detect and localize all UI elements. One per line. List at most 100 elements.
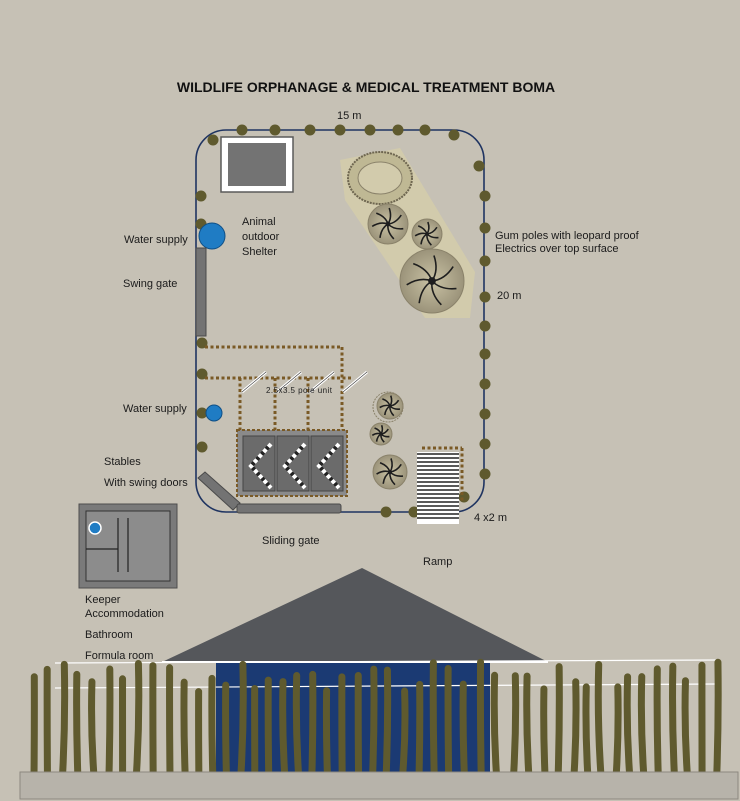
fence-pole	[195, 190, 207, 202]
fence-pole	[473, 160, 485, 172]
corner-gate	[197, 471, 241, 511]
tree-icon	[367, 203, 409, 245]
reed	[105, 665, 114, 780]
reed	[279, 678, 289, 780]
reed	[444, 664, 453, 780]
fence-pole	[364, 124, 376, 136]
reed	[623, 673, 634, 780]
reed	[713, 658, 722, 780]
fence-pole	[207, 134, 219, 146]
tree-icon	[372, 454, 408, 490]
stables-label: Stables	[104, 456, 141, 468]
reed	[415, 680, 424, 780]
reed	[308, 670, 317, 780]
reed	[369, 665, 378, 780]
tree-clump-top	[347, 151, 413, 205]
fence-pole	[334, 124, 346, 136]
reed	[208, 674, 217, 780]
ramp-label: Ramp	[423, 556, 452, 568]
reed	[523, 672, 533, 780]
ground-base	[19, 771, 739, 800]
fence-pole	[448, 129, 460, 141]
ramp	[417, 452, 459, 524]
swing-gate	[195, 247, 207, 337]
fence-pole	[269, 124, 281, 136]
reed	[399, 687, 409, 780]
sliding-gate-label: Sliding gate	[262, 535, 320, 547]
reed	[292, 672, 303, 780]
fence-pole	[196, 407, 208, 419]
reed	[88, 678, 98, 780]
reed	[58, 660, 69, 780]
water-supply-top-label: Water supply	[124, 234, 188, 246]
swing-gate-label: Swing gate	[123, 278, 177, 290]
keeper-label-line-2: Accommodation	[85, 608, 164, 620]
fence-pole	[479, 378, 491, 390]
pole-unit-label: 2.5x3.5 pole unit	[266, 386, 333, 395]
reed	[490, 671, 501, 780]
reed	[669, 662, 678, 780]
water-supply-top-icon	[198, 222, 226, 250]
fence-pole	[479, 438, 491, 450]
fence-pole	[419, 124, 431, 136]
tree-icon	[399, 248, 465, 314]
fence-pole	[479, 468, 491, 480]
fence-pole	[392, 124, 404, 136]
fence-pole	[458, 491, 470, 503]
reed	[681, 677, 691, 780]
stable-swing-doors	[248, 442, 341, 490]
reed	[582, 683, 592, 780]
length-dimension-label: 20 m	[497, 290, 521, 302]
shelter-label-line-3: Shelter	[242, 246, 277, 258]
reed	[612, 683, 622, 780]
formula-room-label: Formula room	[85, 650, 153, 662]
fence-pole	[196, 441, 208, 453]
keeper-accommodation	[78, 503, 178, 589]
reed	[653, 665, 662, 780]
shelter-label-line-2: outdoor	[242, 231, 280, 243]
fence-pole	[408, 506, 420, 518]
fence-pole	[380, 506, 392, 518]
reed	[594, 660, 605, 780]
fence-pole	[479, 190, 491, 202]
reed	[510, 672, 520, 780]
gum-poles-label-line-2: Electrics over top surface	[495, 243, 619, 255]
diagram-title: WILDLIFE ORPHANAGE & MEDICAL TREATMENT B…	[177, 79, 555, 95]
water-supply-bottom-icon	[205, 404, 223, 422]
keeper-label-line-1: Keeper	[85, 594, 121, 606]
animal-outdoor-shelter	[220, 136, 294, 193]
reed	[570, 678, 580, 780]
fence-pole	[196, 337, 208, 349]
fence-poles	[195, 124, 491, 518]
reed	[429, 659, 438, 780]
reed	[73, 670, 82, 780]
ramp-size-label: 4 x2 m	[474, 512, 507, 524]
water-supply-bottom-label: Water supply	[123, 403, 187, 415]
fence-pole	[479, 320, 491, 332]
fence-pole	[479, 255, 491, 267]
trees	[367, 203, 465, 490]
shelter-label-line-1: Animal	[242, 216, 276, 228]
fence-pole	[479, 348, 491, 360]
reed	[540, 685, 549, 780]
stables-doors-label: With swing doors	[104, 477, 188, 489]
fence-pole	[479, 291, 491, 303]
reed	[322, 687, 331, 780]
fence-pole	[479, 222, 491, 234]
reed	[459, 680, 468, 780]
bathroom-label: Bathroom	[85, 629, 133, 641]
tree-icon	[411, 218, 443, 250]
reed	[637, 673, 648, 780]
reed	[222, 681, 230, 780]
tree-icon	[376, 392, 404, 420]
reed	[237, 660, 247, 780]
fence-pole	[236, 124, 248, 136]
fence-pole	[304, 124, 316, 136]
reed	[264, 676, 273, 780]
reed	[180, 678, 189, 780]
reed	[382, 666, 392, 780]
tree-icon	[369, 422, 393, 446]
reed	[132, 660, 143, 780]
